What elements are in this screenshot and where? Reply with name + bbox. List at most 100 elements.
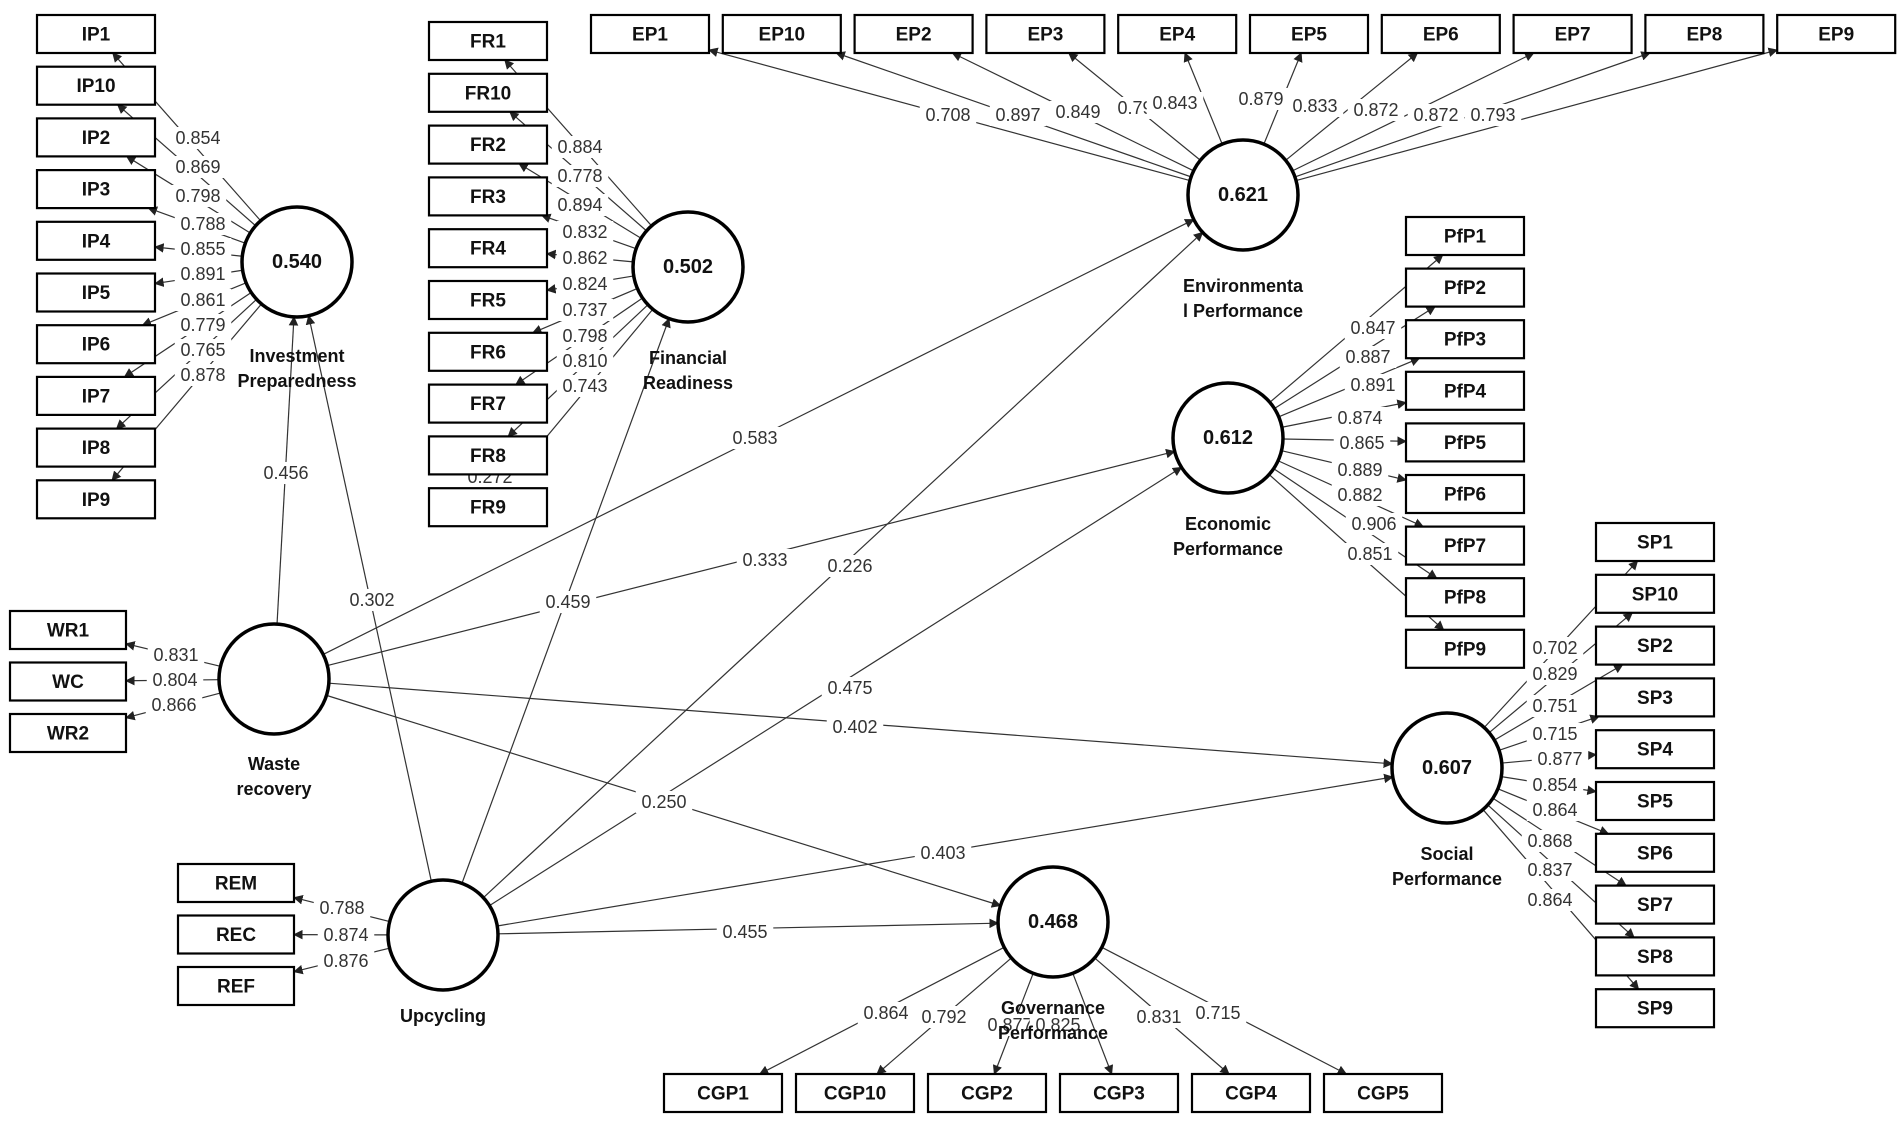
- indicator-ep7: EP7: [1512, 13, 1633, 55]
- path-wr-env-coef-text: 0.583: [732, 428, 777, 448]
- loading-eco-3-value-text: 0.891: [1350, 375, 1395, 395]
- loading-fr-5-value: 0.862: [556, 247, 614, 269]
- latent-ip-r2: 0.540: [272, 251, 322, 273]
- loading-up-2-value-text: 0.874: [323, 925, 368, 945]
- indicator-cgp4-label: CGP4: [1225, 1084, 1277, 1105]
- loading-soc-10-value: 0.864: [1521, 889, 1579, 911]
- loading-fr-1-value-text: 0.884: [557, 137, 602, 157]
- loading-soc-3-value-text: 0.751: [1532, 696, 1577, 716]
- indicator-ep9: EP9: [1776, 13, 1897, 55]
- indicator-cgp10-label: CGP10: [824, 1084, 886, 1105]
- indicator-sp4: SP4: [1594, 729, 1716, 770]
- loading-ip-4-value-text: 0.788: [180, 214, 225, 234]
- loading-soc-9-value: 0.837: [1521, 859, 1579, 881]
- loading-ip-10-value: 0.878: [174, 364, 232, 386]
- loading-ip-7-value: 0.861: [174, 289, 232, 311]
- indicator-ip1: IP1: [35, 13, 157, 55]
- loading-wr-1-value-text: 0.831: [153, 645, 198, 665]
- indicator-ref-label: REF: [217, 977, 255, 998]
- indicator-ep4-label: EP4: [1159, 25, 1195, 46]
- loading-soc-8-value: 0.868: [1521, 830, 1579, 852]
- indicator-rec-label: REC: [216, 925, 256, 946]
- loading-fr-9-value: 0.810: [556, 350, 614, 372]
- loading-soc-6-value-text: 0.854: [1532, 775, 1577, 795]
- loading-soc-2-value: 0.829: [1526, 663, 1584, 685]
- loading-eco-9-value: 0.851: [1341, 543, 1399, 565]
- loading-ip-1-value: 0.854: [169, 127, 227, 149]
- indicator-ep2: EP2: [853, 13, 974, 55]
- path-wr-gov-coef-text: 0.250: [641, 792, 686, 812]
- indicator-wr2: WR2: [8, 712, 128, 754]
- path-up-ip-coef-text: 0.302: [349, 590, 394, 610]
- indicator-ip4-label: IP4: [82, 231, 111, 252]
- indicator-ip10: IP10: [35, 65, 157, 106]
- indicator-rem: REM: [176, 862, 296, 904]
- indicator-fr2-label: FR2: [470, 135, 506, 156]
- loading-gov-4-arrow: [1072, 973, 1114, 1075]
- loading-eco-8-value-text: 0.906: [1351, 514, 1396, 534]
- indicator-sp5-label: SP5: [1637, 792, 1673, 813]
- indicator-cgp2: CGP2: [926, 1072, 1048, 1114]
- indicator-fr10-label: FR10: [465, 83, 511, 104]
- path-up-env-coef: 0.226: [821, 555, 879, 577]
- indicator-ep2-label: EP2: [896, 25, 932, 46]
- loading-soc-5-value: 0.877: [1531, 748, 1589, 770]
- indicator-pfp9-label: PfP9: [1444, 639, 1486, 660]
- loading-eco-4-value: 0.874: [1331, 407, 1389, 429]
- latent-ip-circle: [240, 205, 354, 319]
- path-wr-soc-coef: 0.402: [826, 716, 884, 738]
- loading-ip-6-value-text: 0.891: [180, 264, 225, 284]
- latent-eco-label-1: Economic: [1185, 514, 1271, 534]
- indicator-pfp3-label: PfP3: [1444, 330, 1486, 351]
- indicator-pfp2: PfP2: [1404, 267, 1526, 308]
- indicator-fr3: FR3: [427, 176, 549, 217]
- indicator-ep5: EP5: [1248, 13, 1370, 55]
- path-up-ip-coef: 0.302: [343, 589, 401, 611]
- loading-gov-1-value: 0.864: [857, 1002, 915, 1024]
- indicator-fr4-label: FR4: [470, 239, 506, 260]
- loading-env-8-value: 0.872: [1347, 99, 1405, 121]
- indicator-ep1: EP1: [589, 13, 711, 55]
- latent-wr-label-2: recovery: [236, 779, 311, 799]
- loading-eco-6-value-text: 0.889: [1337, 460, 1382, 480]
- loading-eco-1-value-text: 0.847: [1350, 318, 1395, 338]
- latent-env-label-1: Environmenta: [1183, 276, 1304, 296]
- latent-env-r2: 0.621: [1218, 184, 1268, 206]
- indicator-ep10: EP10: [721, 13, 842, 55]
- latent-wr-circle: [217, 622, 331, 736]
- indicator-wr2-label: WR2: [47, 724, 89, 745]
- indicator-ep6-label: EP6: [1423, 25, 1459, 46]
- indicator-fr5-label: FR5: [470, 291, 506, 312]
- indicator-ip7-label: IP7: [82, 386, 111, 407]
- indicator-pfp1: PfP1: [1404, 215, 1526, 257]
- indicator-cgp5: CGP5: [1322, 1072, 1444, 1114]
- path-up-soc-coef: 0.403: [914, 842, 972, 864]
- indicator-ip5-label: IP5: [82, 283, 111, 304]
- latent-soc-label-2: Performance: [1392, 869, 1502, 889]
- loading-ip-3-value: 0.798: [169, 185, 227, 207]
- indicator-sp3-label: SP3: [1637, 688, 1673, 709]
- loading-eco-8-value: 0.906: [1345, 513, 1403, 535]
- indicator-fr6-label: FR6: [470, 342, 506, 363]
- indicator-fr9-label: FR9: [470, 498, 506, 519]
- latent-eco-r2: 0.612: [1203, 427, 1253, 449]
- loading-soc-1-value: 0.702: [1526, 637, 1584, 659]
- loading-gov-6-value-text: 0.715: [1195, 1003, 1240, 1023]
- indicator-ep3: EP3: [985, 13, 1106, 55]
- indicator-sp5: SP5: [1594, 780, 1716, 822]
- indicator-fr1-label: FR1: [470, 32, 506, 53]
- loading-env-5-value: 0.843: [1146, 92, 1204, 114]
- loading-env-10-arrow: [1295, 47, 1779, 182]
- indicator-wc: WC: [8, 661, 128, 702]
- latent-ip-label-1: Investment: [249, 346, 344, 366]
- loading-env-5-value-text: 0.843: [1152, 93, 1197, 113]
- latent-gov-label-1: Governance: [1001, 998, 1105, 1018]
- loading-fr-8-value-text: 0.798: [562, 326, 607, 346]
- indicator-sp2-label: SP2: [1637, 636, 1673, 657]
- loading-eco-4-value-text: 0.874: [1337, 408, 1382, 428]
- loading-ip-10-value-text: 0.878: [180, 365, 225, 385]
- indicator-ip3-label: IP3: [82, 180, 111, 201]
- indicator-pfp2-label: PfP2: [1444, 278, 1486, 299]
